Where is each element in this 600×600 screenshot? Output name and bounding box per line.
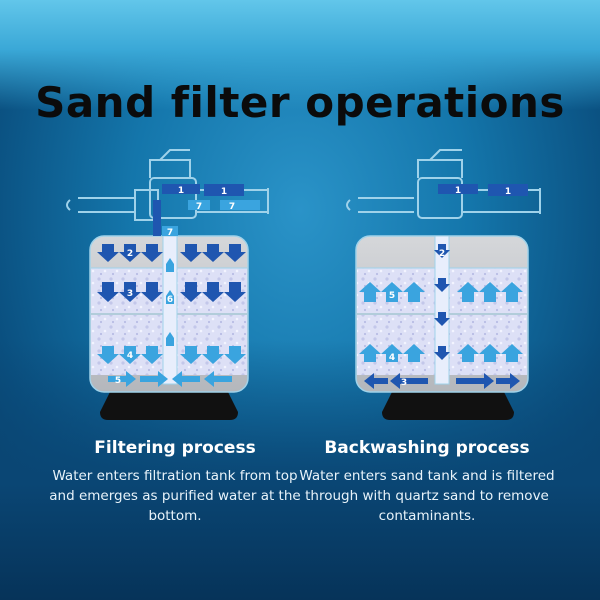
valve-piping (66, 149, 269, 221)
flow-label: 2 (127, 249, 133, 259)
pipe-label: 7 (167, 228, 173, 238)
filtering-title: Filtering process (94, 438, 256, 458)
flow-arrows-5 (359, 282, 523, 302)
backwashing-tank: 1 1 2 3 (346, 149, 541, 420)
flow-label: 4 (127, 351, 133, 361)
filtering-description: Water enters filtration tank from top an… (49, 468, 301, 524)
flow-label: 4 (389, 353, 395, 363)
flow-arrows-3 (364, 373, 520, 389)
inlet-flow-arrows: 1 1 (438, 184, 528, 197)
sky-band (0, 0, 600, 110)
pipe-label: 7 (229, 202, 235, 212)
flow-label: 5 (389, 291, 395, 301)
flow-arrows-6 (166, 258, 174, 346)
backwashing-description: Water enters sand tank and is filtered t… (299, 468, 555, 524)
flow-arrows-5 (108, 371, 232, 387)
pipe-label: 1 (221, 187, 227, 197)
flow-arrows-4 (97, 346, 246, 364)
flow-label: 6 (167, 295, 173, 305)
flow-arrows-2 (97, 244, 246, 262)
backwashing-title: Backwashing process (324, 438, 530, 458)
pipe-label: 1 (455, 186, 461, 196)
pipe-label: 1 (178, 186, 184, 196)
flow-label: 2 (439, 249, 445, 259)
page-title: Sand filter operations (35, 78, 565, 127)
flow-label: 3 (127, 289, 133, 299)
filtering-caption: Filtering process Water enters filtratio… (45, 438, 305, 526)
tank-stand (100, 388, 238, 420)
inlet-flow-arrows: 1 1 7 7 7 (153, 184, 260, 238)
flow-label: 5 (115, 376, 121, 386)
flow-label: 3 (401, 378, 407, 388)
backwashing-caption: Backwashing process Water enters sand ta… (297, 438, 557, 526)
flow-arrows-4 (359, 344, 523, 362)
pipe-label: 7 (196, 202, 202, 212)
flow-arrows-2 (434, 244, 450, 360)
tank-stand (382, 388, 514, 420)
flow-arrows-3 (97, 282, 246, 302)
filtering-tank: 1 1 7 7 7 2 (66, 149, 269, 420)
pipe-label: 1 (505, 187, 511, 197)
